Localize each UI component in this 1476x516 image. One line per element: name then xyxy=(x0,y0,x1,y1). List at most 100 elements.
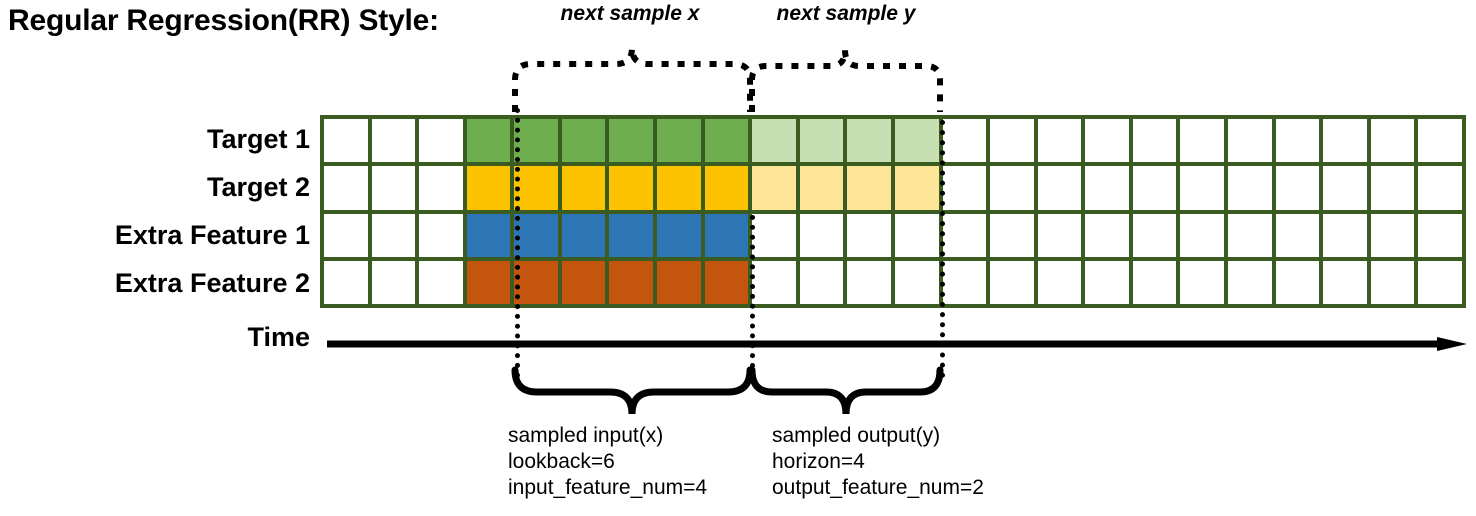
grid-cell-r3-c15 xyxy=(990,213,1034,257)
grid-cell-r2-c11 xyxy=(799,166,844,210)
grid-cell-r3-c1 xyxy=(324,213,368,257)
grid-cell-r2-c4 xyxy=(466,166,511,210)
grid-cell-r1-c1 xyxy=(324,119,368,163)
grid-cell-r2-c23 xyxy=(1370,166,1415,210)
grid-cell-r2-c2 xyxy=(371,166,416,210)
grid-cell-r3-c3 xyxy=(419,213,463,257)
grid-cell-r3-c17 xyxy=(1085,213,1129,257)
grid-cell-r2-c5 xyxy=(514,166,558,210)
grid-cell-r4-c4 xyxy=(466,260,511,304)
grid-cell-r2-c3 xyxy=(419,166,463,210)
grid-cell-r4-c6 xyxy=(561,260,606,304)
grid-cell-r4-c17 xyxy=(1085,260,1129,304)
grid-cell-r1-c9 xyxy=(704,119,749,163)
grid-cell-r1-c12 xyxy=(847,119,891,163)
grid-cell-r1-c13 xyxy=(894,119,939,163)
grid-cell-r2-c18 xyxy=(1132,166,1177,210)
grid-cell-r1-c3 xyxy=(419,119,463,163)
grid-cell-r3-c11 xyxy=(799,213,844,257)
timeseries-grid xyxy=(320,115,1466,308)
grid-cell-r4-c12 xyxy=(847,260,891,304)
grid-cell-r3-c9 xyxy=(704,213,749,257)
grid-cell-r1-c23 xyxy=(1370,119,1415,163)
grid-cell-r1-c4 xyxy=(466,119,511,163)
grid-cell-r2-c14 xyxy=(942,166,987,210)
grid-cell-r3-c14 xyxy=(942,213,987,257)
grid-cell-r4-c8 xyxy=(657,260,701,304)
grid-cell-r1-c7 xyxy=(609,119,654,163)
grid-cell-r3-c2 xyxy=(371,213,416,257)
grid-cell-r2-c6 xyxy=(561,166,606,210)
grid-cell-r4-c3 xyxy=(419,260,463,304)
grid-cell-r3-c8 xyxy=(657,213,701,257)
row-label-extra-feature-1: Extra Feature 1 xyxy=(114,220,310,250)
time-axis-label: Time xyxy=(247,322,310,352)
grid-cell-r1-c19 xyxy=(1180,119,1225,163)
grid-cell-r1-c15 xyxy=(990,119,1034,163)
grid-cell-r3-c19 xyxy=(1180,213,1225,257)
time-axis-arrow xyxy=(327,337,1467,351)
grid-cell-r3-c12 xyxy=(847,213,891,257)
grid-cell-r2-c7 xyxy=(609,166,654,210)
guide-line-input-start xyxy=(515,108,520,378)
grid-cell-r2-c21 xyxy=(1275,166,1320,210)
grid-cell-r4-c13 xyxy=(894,260,939,304)
next-sample-x-label: next sample x xyxy=(560,2,700,25)
grid-cell-r1-c20 xyxy=(1228,119,1272,163)
grid-cell-r2-c19 xyxy=(1180,166,1225,210)
grid-cell-r1-c14 xyxy=(942,119,987,163)
row-label-extra-feature-1-wrap: Extra Feature 1 xyxy=(0,211,310,259)
sampled-output-annotation: sampled output(y) horizon=4 output_featu… xyxy=(772,424,984,499)
grid-cell-r3-c7 xyxy=(609,213,654,257)
next-sample-y-label: next sample y xyxy=(776,2,916,25)
grid-cell-r3-c4 xyxy=(466,213,511,257)
grid-cell-r4-c15 xyxy=(990,260,1034,304)
grid-cell-r4-c11 xyxy=(799,260,844,304)
grid-cell-r1-c5 xyxy=(514,119,558,163)
grid-cell-r3-c22 xyxy=(1323,213,1367,257)
page-title: Regular Regression(RR) Style: xyxy=(8,4,439,37)
grid-cell-r3-c21 xyxy=(1275,213,1320,257)
row-label-extra-feature-2-wrap: Extra Feature 2 xyxy=(0,259,310,307)
grid-cell-r4-c14 xyxy=(942,260,987,304)
grid-cell-r2-c1 xyxy=(324,166,368,210)
grid-cell-r4-c19 xyxy=(1180,260,1225,304)
row-label-target-1: Target 1 xyxy=(206,124,310,154)
grid-cell-r1-c24 xyxy=(1418,119,1462,163)
grid-cell-r4-c5 xyxy=(514,260,558,304)
grid-cell-r4-c22 xyxy=(1323,260,1367,304)
row-label-target-2: Target 2 xyxy=(206,172,310,202)
grid-cell-r2-c24 xyxy=(1418,166,1462,210)
grid-cell-r4-c21 xyxy=(1275,260,1320,304)
grid-cell-r3-c6 xyxy=(561,213,606,257)
grid-cell-r2-c9 xyxy=(704,166,749,210)
guide-line-output-end xyxy=(940,120,945,378)
grid-cell-r1-c11 xyxy=(799,119,844,163)
grid-cell-r4-c9 xyxy=(704,260,749,304)
grid-cell-r4-c2 xyxy=(371,260,416,304)
grid-cell-r4-c20 xyxy=(1228,260,1272,304)
grid-cell-r1-c10 xyxy=(752,119,796,163)
grid-cell-r3-c10 xyxy=(752,213,796,257)
row-label-extra-feature-2: Extra Feature 2 xyxy=(114,268,310,298)
guide-line-input-end xyxy=(750,215,755,378)
grid-cell-r2-c13 xyxy=(894,166,939,210)
grid-cell-r2-c20 xyxy=(1228,166,1272,210)
grid-cell-r1-c17 xyxy=(1085,119,1129,163)
grid-cell-r1-c22 xyxy=(1323,119,1367,163)
row-label-target-1-wrap: Target 1 xyxy=(0,115,310,163)
grid-cell-r3-c5 xyxy=(514,213,558,257)
grid-cell-r4-c24 xyxy=(1418,260,1462,304)
grid-cell-r4-c10 xyxy=(752,260,796,304)
grid-cell-r1-c21 xyxy=(1275,119,1320,163)
grid-cell-r4-c7 xyxy=(609,260,654,304)
sampled-input-annotation: sampled input(x) lookback=6 input_featur… xyxy=(508,424,708,499)
grid-cell-r2-c15 xyxy=(990,166,1034,210)
grid-cell-r2-c10 xyxy=(752,166,796,210)
grid-cell-r1-c2 xyxy=(371,119,416,163)
grid-cell-r4-c16 xyxy=(1037,260,1082,304)
grid-cell-r2-c22 xyxy=(1323,166,1367,210)
grid-cell-r3-c16 xyxy=(1037,213,1082,257)
grid-cell-r3-c24 xyxy=(1418,213,1462,257)
